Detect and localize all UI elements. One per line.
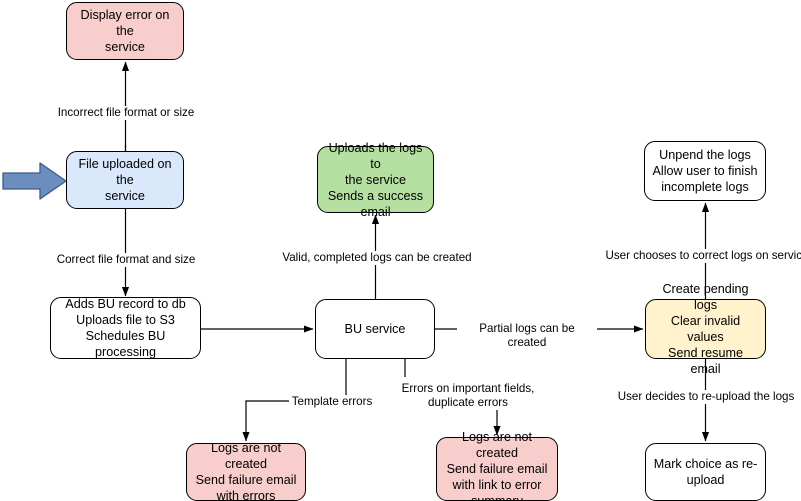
node-bu-service[interactable]: BU service [315,299,435,359]
edge-label-correct-file-format: Correct file format and size [50,253,202,267]
edge-label-user-decides-reupload: User decides to re-upload the logs [613,390,799,404]
edge-label-valid-completed-logs: Valid, completed logs can be created [277,251,477,265]
node-logs-not-created-field-errors[interactable]: Logs are not created Send failure email … [436,430,558,501]
node-logs-not-created-template-errors[interactable]: Logs are not created Send failure email … [186,441,306,501]
edge-label-user-chooses-correct-logs: User chooses to correct logs on service [603,249,801,263]
external-input-arrow [2,162,68,205]
edge-label-incorrect-file-format: Incorrect file format or size [48,106,204,120]
edge-label-partial-logs: Partial logs can be created [457,322,597,350]
node-adds-bu-record[interactable]: Adds BU record to db Uploads file to S3 … [50,297,201,359]
node-create-pending-logs[interactable]: Create pending logs Clear invalid values… [645,282,766,376]
node-unpend-logs[interactable]: Unpend the logs Allow user to finish inc… [644,141,766,201]
node-file-uploaded-on-service[interactable]: File uploaded on the service [66,151,184,209]
edge-label-errors-important-fields: Errors on important fields, duplicate er… [393,382,543,410]
edge-label-template-errors: Template errors [289,395,375,409]
node-mark-choice-reupload[interactable]: Mark choice as re- upload [645,443,766,501]
node-display-error[interactable]: Display error on the service [66,2,184,60]
node-uploads-logs-success[interactable]: Uploads the logs to the service Sends a … [317,141,434,219]
